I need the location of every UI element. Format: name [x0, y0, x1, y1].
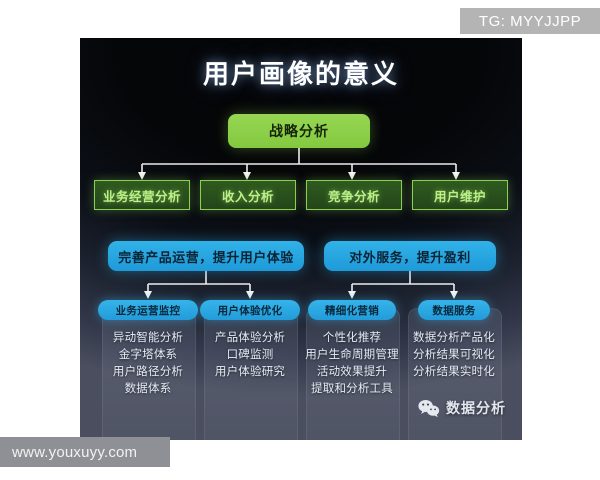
node-revenue-analysis[interactable]: 收入分析	[200, 180, 296, 210]
node-business-operation-analysis[interactable]: 业务经营分析	[94, 180, 190, 210]
list-item: 用户体验研究	[214, 366, 286, 378]
node-user-maintenance[interactable]: 用户维护	[412, 180, 508, 210]
list-item: 金字塔体系	[118, 349, 178, 361]
panel-business-monitoring	[102, 308, 196, 440]
column-items-business-monitoring: 异动智能分析金字塔体系用户路径分析数据体系	[89, 330, 207, 398]
list-item: 活动效果提升	[316, 366, 388, 378]
list-item: 数据分析产品化	[413, 332, 495, 344]
panel-ux-optimization	[204, 308, 298, 440]
node-external-service-profit[interactable]: 对外服务，提升盈利	[324, 241, 496, 271]
column-header-data-service[interactable]: 数据服务	[418, 300, 490, 320]
node-strategy-analysis[interactable]: 战略分析	[228, 114, 370, 148]
column-header-business-monitoring[interactable]: 业务运营监控	[98, 300, 198, 320]
wechat-watermark: 数据分析	[418, 398, 506, 418]
column-header-ux-optimization[interactable]: 用户体验优化	[200, 300, 300, 320]
column-items-data-service: 数据分析产品化分析结果可视化分析结果实时化	[395, 330, 513, 381]
level2-row: 业务经营分析 收入分析 竞争分析 用户维护	[94, 180, 508, 210]
list-item: 口碑监测	[226, 349, 274, 361]
list-item: 分析结果实时化	[413, 366, 495, 378]
list-item: 异动智能分析	[112, 332, 184, 344]
list-item: 分析结果可视化	[413, 349, 495, 361]
wechat-icon	[418, 399, 440, 417]
list-item: 用户生命周期管理	[305, 349, 399, 361]
column-header-precision-marketing[interactable]: 精细化营销	[308, 300, 396, 320]
node-competition-analysis[interactable]: 竞争分析	[306, 180, 402, 210]
node-improve-product-operation[interactable]: 完善产品运营，提升用户体验	[108, 241, 304, 271]
tg-banner: TG: MYYJJPP	[460, 8, 600, 34]
panel-precision-marketing	[306, 308, 400, 440]
page-title: 用户画像的意义	[202, 59, 399, 89]
column-items-ux-optimization: 产品体验分析口碑监测用户体验研究	[191, 330, 309, 381]
list-item: 产品体验分析	[214, 332, 286, 344]
list-item: 提取和分析工具	[311, 383, 393, 395]
url-watermark: www.youxuyy.com	[0, 437, 170, 467]
list-item: 个性化推荐	[322, 332, 382, 344]
slide-card: 用户画像的意义 战略分析	[80, 38, 522, 440]
wechat-watermark-label: 数据分析	[446, 400, 506, 416]
column-items-precision-marketing: 个性化推荐用户生命周期管理活动效果提升提取和分析工具	[293, 330, 411, 398]
panel-data-service	[408, 308, 502, 440]
list-item: 数据体系	[124, 383, 172, 395]
list-item: 用户路径分析	[112, 366, 184, 378]
